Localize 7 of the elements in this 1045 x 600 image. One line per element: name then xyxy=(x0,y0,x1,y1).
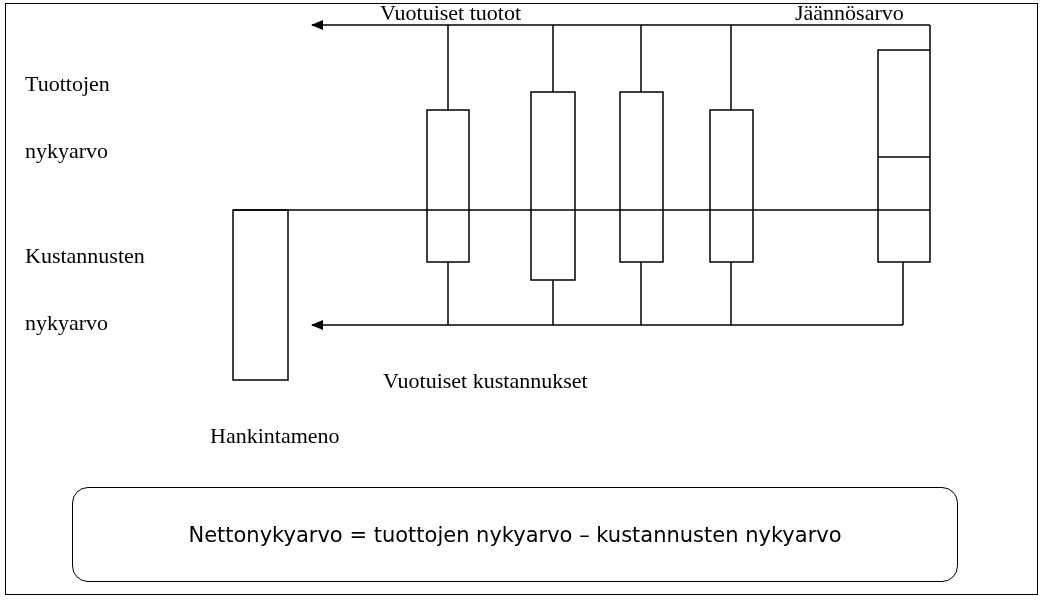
axis-label: Jäännösarvo xyxy=(795,0,904,26)
side-label: Kustannusten nykyarvo xyxy=(25,242,146,337)
axis-label: Vuotuiset tuotot xyxy=(380,0,522,26)
bar-label: Hankintameno xyxy=(210,423,340,449)
axis-label: Vuotuiset kustannukset xyxy=(383,368,588,394)
formula-box: Nettonykyarvo = tuottojen nykyarvo – kustannusten nykyarvo xyxy=(72,487,958,582)
side-label: Tuottojen nykyarvo xyxy=(25,70,111,165)
